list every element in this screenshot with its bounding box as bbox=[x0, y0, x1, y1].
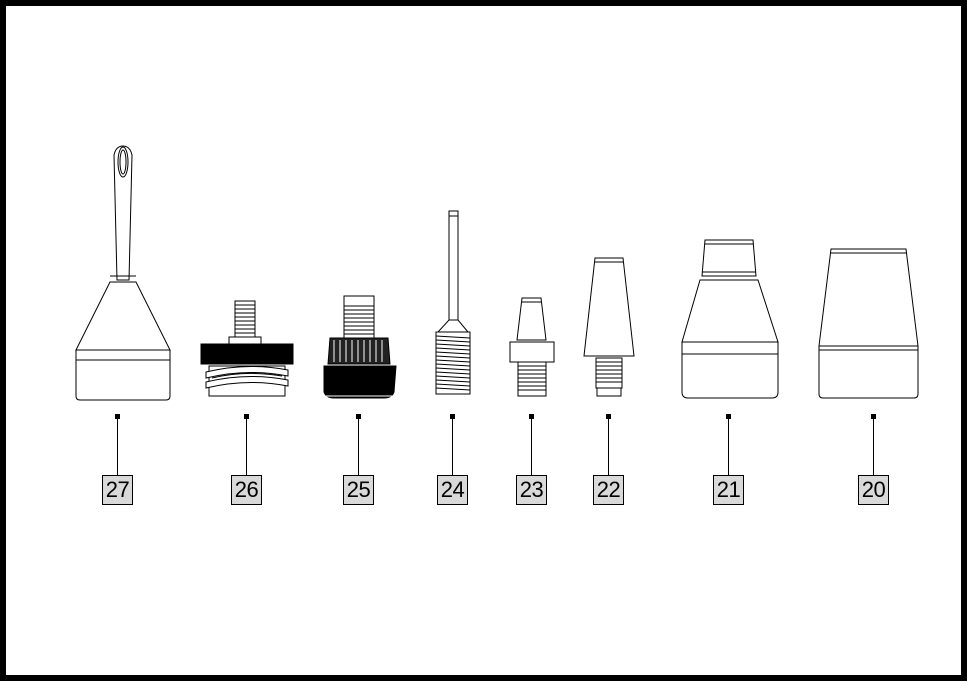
part-label-27: 27 bbox=[102, 475, 133, 505]
part-22-thread bbox=[596, 361, 622, 383]
leader-lines bbox=[115, 414, 876, 475]
part-25-knurled-threaded-cap bbox=[323, 295, 397, 399]
part-22-tall-cone-threaded-adapter bbox=[583, 257, 635, 397]
part-label-24: 24 bbox=[437, 475, 468, 505]
part-20-large-cone-nozzle bbox=[818, 248, 919, 399]
part-26-thread bbox=[235, 304, 255, 334]
part-23-thread bbox=[518, 365, 546, 391]
part-26-knurled-valve-adapter bbox=[200, 300, 294, 397]
part-27-needle-tip-cone-nozzle bbox=[75, 145, 171, 401]
part-label-20: 20 bbox=[858, 475, 889, 505]
part-24-thread bbox=[435, 335, 471, 391]
part-23-small-cone-threaded-adapter bbox=[509, 297, 555, 397]
part-label-26: 26 bbox=[231, 475, 262, 505]
part-21-stepped-cone-nozzle bbox=[681, 239, 779, 399]
part-label-22: 22 bbox=[593, 475, 624, 505]
part-24-needle-threaded-adapter bbox=[435, 210, 471, 395]
part-25-thread bbox=[344, 309, 374, 335]
part-25-knurl bbox=[333, 340, 383, 362]
part-label-25: 25 bbox=[343, 475, 374, 505]
part-label-21: 21 bbox=[713, 475, 744, 505]
part-label-23: 23 bbox=[516, 475, 547, 505]
